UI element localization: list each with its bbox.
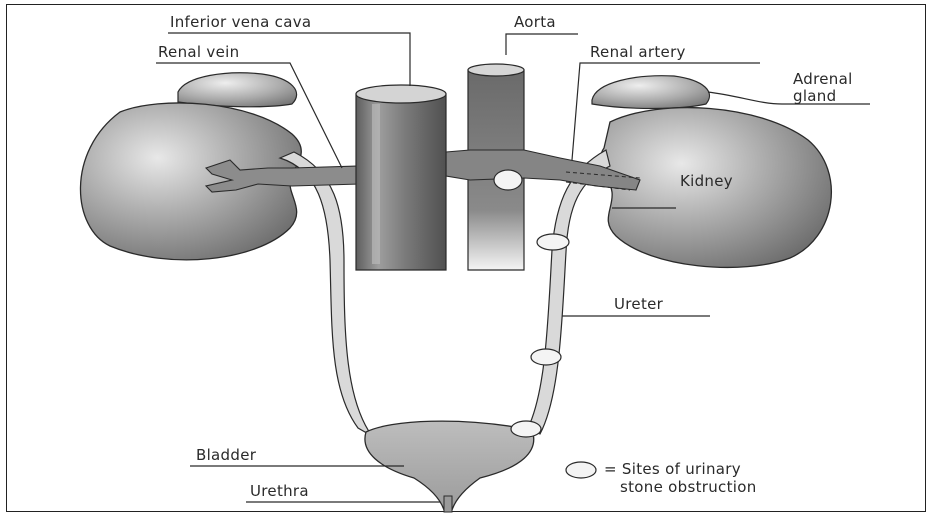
- legend-stone-marker-icon: [566, 462, 596, 478]
- label-adrenal-gland-line1: Adrenal: [793, 70, 853, 88]
- right-ureter: [528, 150, 610, 434]
- legend-text-line1: = Sites of urinary: [604, 460, 741, 478]
- inferior-vena-cava: [356, 94, 446, 270]
- legend-text-line2: stone obstruction: [620, 478, 757, 496]
- label-ureter: Ureter: [614, 295, 664, 313]
- stone-obstruction-marker-icon: [511, 421, 541, 437]
- stone-obstruction-marker-icon: [537, 234, 569, 250]
- stone-obstruction-marker-icon: [494, 170, 522, 190]
- label-renal-artery: Renal artery: [590, 43, 686, 61]
- label-renal-vein: Renal vein: [158, 43, 239, 61]
- label-adrenal-gland-line2: gland: [793, 87, 836, 105]
- leader-adrenal-gland: [708, 92, 870, 104]
- inferior-vena-cava-top: [356, 85, 446, 103]
- aorta-top: [468, 64, 524, 76]
- urethra: [444, 496, 452, 512]
- leader-aorta: [506, 34, 578, 55]
- label-aorta: Aorta: [514, 13, 556, 31]
- left-adrenal-gland: [178, 73, 297, 107]
- ivc-highlight: [372, 104, 380, 264]
- label-bladder: Bladder: [196, 446, 257, 464]
- right-adrenal-gland: [592, 76, 709, 109]
- label-urethra: Urethra: [250, 482, 309, 500]
- stone-obstruction-marker-icon: [531, 349, 561, 365]
- label-inferior-vena-cava: Inferior vena cava: [170, 13, 311, 31]
- label-kidney: Kidney: [680, 172, 733, 190]
